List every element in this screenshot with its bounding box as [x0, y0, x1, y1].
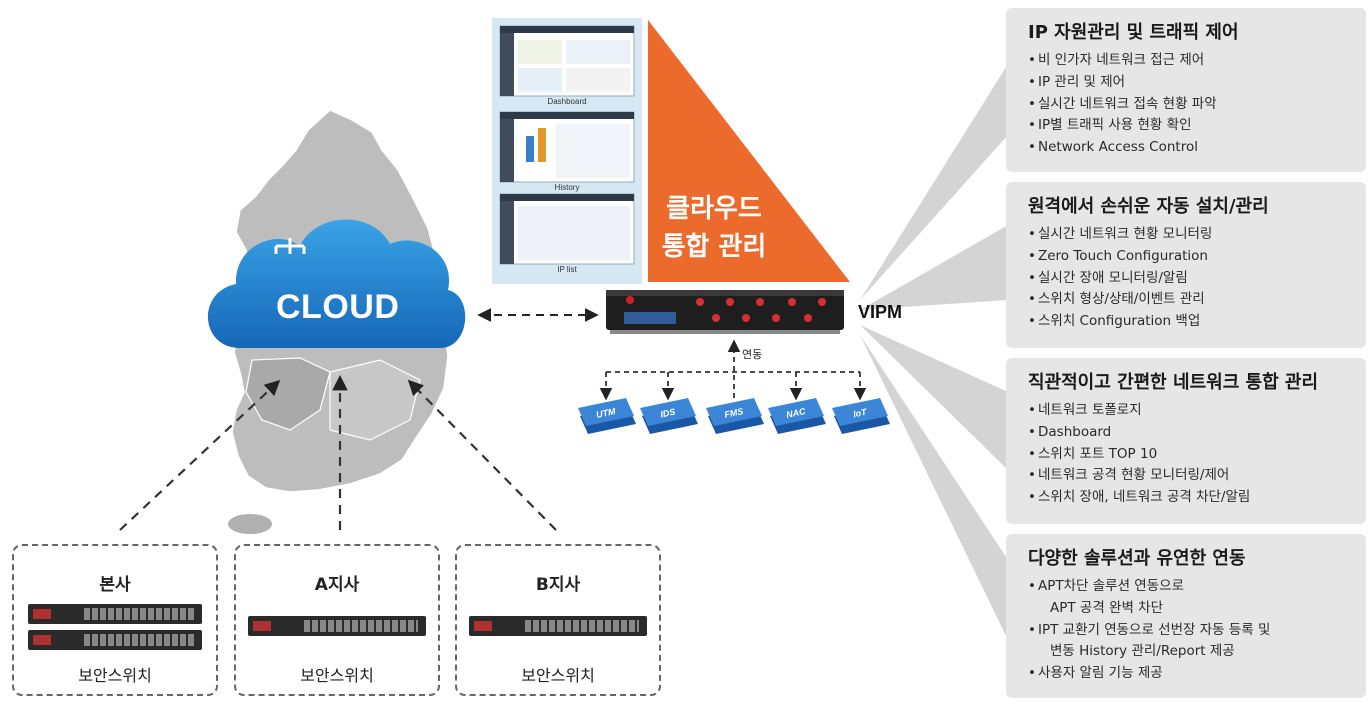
list-item: 스위치 장애, 네트워크 공격 차단/알림: [1028, 487, 1348, 509]
switch-ports: [525, 620, 639, 632]
device-tree: [599, 339, 867, 401]
panel-ip-management: IP 자원관리 및 트래픽 제어 비 인가자 네트워크 접근 제어 IP 관리 …: [1006, 8, 1366, 172]
link-label: 연동: [742, 348, 763, 361]
cloud-label: CLOUD: [276, 288, 400, 326]
panel-list: 네트워크 토폴로지 Dashboard 스위치 포트 TOP 10 네트워크 공…: [1028, 400, 1348, 509]
list-item: IP별 트래픽 사용 현황 확인: [1028, 115, 1348, 137]
screenshot-thumbnails: [499, 25, 635, 265]
switch-logo: [253, 621, 271, 631]
switch-ports: [304, 620, 418, 632]
device-label: NAC: [785, 406, 807, 420]
screenshot-caption-2-wrap: History: [500, 183, 634, 195]
list-item: 실시간 네트워크 현황 모니터링: [1028, 224, 1348, 246]
screenshot-caption-3-wrap: IP list: [500, 265, 634, 277]
screenshot-caption-3: IP list: [557, 265, 577, 274]
branch-type: 보안스위치: [78, 666, 152, 685]
device-blocks: UTM IDS FMS NAC IoT: [578, 398, 890, 434]
list-item: 사용자 알림 기능 제공: [1028, 663, 1348, 685]
network-icon: [274, 238, 306, 254]
list-item: 변동 History 관리/Report 제공: [1050, 643, 1235, 660]
switch-logo: [33, 635, 51, 645]
branch-type: 보안스위치: [300, 666, 374, 685]
list-item: 스위치 형상/상태/이벤트 관리: [1028, 289, 1348, 311]
vipm-label: VIPM: [858, 302, 903, 322]
branch-name: A지사: [314, 575, 360, 595]
panel-list: 비 인가자 네트워크 접근 제어 IP 관리 및 제어 실시간 네트워크 접속 …: [1028, 50, 1348, 159]
device-label: UTM: [595, 406, 617, 420]
device-utm: UTM: [578, 398, 636, 434]
switch-ports: [84, 634, 194, 646]
list-item: 비 인가자 네트워크 접근 제어: [1028, 50, 1348, 72]
panel-network-integration: 직관적이고 간편한 네트워크 통합 관리 네트워크 토폴로지 Dashboard…: [1006, 358, 1366, 524]
triangle-line-1: 클라우드: [666, 194, 762, 224]
branch-arrows: [119, 374, 557, 531]
triangle-line-2: 통합 관리: [661, 232, 767, 262]
panel-remote-management: 원격에서 손쉬운 자동 설치/관리 실시간 네트워크 현황 모니터링 Zero …: [1006, 182, 1366, 348]
list-item: Network Access Control: [1028, 137, 1348, 159]
screenshot-caption-1-wrap: Dashboard: [500, 97, 634, 109]
branch-name: 본사: [99, 575, 131, 595]
vipm-appliance: [606, 290, 844, 334]
panel-list: APT차단 솔루션 연동으로 APT 공격 완벽 차단 IPT 교환기 연동으로…: [1028, 576, 1348, 685]
device-label: FMS: [723, 406, 744, 420]
fan-connectors: [860, 64, 1008, 640]
list-item: 실시간 네트워크 접속 현황 파악: [1028, 94, 1348, 116]
switch-ports: [84, 608, 194, 620]
screenshot-caption-2: History: [554, 183, 580, 192]
list-item: 네트워크 공격 현황 모니터링/제어: [1028, 465, 1348, 487]
cloud-shape: [207, 219, 466, 348]
list-item: APT차단 솔루션 연동으로: [1028, 576, 1348, 598]
branch-b: B지사 보안스위치: [455, 544, 661, 696]
list-item: 실시간 장애 모니터링/알림: [1028, 268, 1348, 290]
branch-hq: 본사 보안스위치: [12, 544, 218, 696]
branch-name: B지사: [535, 575, 581, 595]
list-item: Zero Touch Configuration: [1028, 246, 1348, 268]
branch-a: A지사 보안스위치: [234, 544, 440, 696]
device-iot: IoT: [832, 398, 890, 434]
device-label: IDS: [659, 407, 676, 420]
device-fms: FMS: [706, 398, 764, 434]
switch-device: [469, 616, 647, 636]
switch-logo: [474, 621, 492, 631]
panel-title: 직관적이고 간편한 네트워크 통합 관리: [1028, 372, 1319, 393]
device-label: IoT: [852, 406, 869, 419]
panel-list: 실시간 네트워크 현황 모니터링 Zero Touch Configuratio…: [1028, 224, 1348, 333]
switch-device: [248, 616, 426, 636]
panel-title: IP 자원관리 및 트래픽 제어: [1028, 22, 1239, 43]
branch-type: 보안스위치: [521, 666, 595, 685]
list-item: Dashboard: [1028, 422, 1348, 444]
cloud-management-triangle: [648, 20, 850, 282]
list-item: IP 관리 및 제어: [1028, 72, 1348, 94]
screenshot-caption-1: Dashboard: [547, 97, 587, 106]
panel-title: 다양한 솔루션과 유연한 연동: [1028, 548, 1246, 569]
list-item: APT 공격 완벽 차단: [1050, 599, 1164, 616]
list-item: 스위치 포트 TOP 10: [1028, 444, 1348, 466]
device-ids: IDS: [640, 398, 698, 434]
list-item: 네트워크 토폴로지: [1028, 400, 1348, 422]
switch-device: [28, 630, 202, 650]
list-item: 스위치 Configuration 백업: [1028, 311, 1348, 333]
device-nac: NAC: [768, 398, 826, 434]
triangle-title: 클라우드 통합 관리: [654, 190, 774, 266]
switch-logo: [33, 609, 51, 619]
switch-device: [28, 604, 202, 624]
list-item: IPT 교환기 연동으로 선번장 자동 등록 및: [1028, 620, 1348, 642]
panel-solution-linkage: 다양한 솔루션과 유연한 연동 APT차단 솔루션 연동으로 APT 공격 완벽…: [1006, 534, 1366, 698]
panel-title: 원격에서 손쉬운 자동 설치/관리: [1028, 196, 1269, 217]
